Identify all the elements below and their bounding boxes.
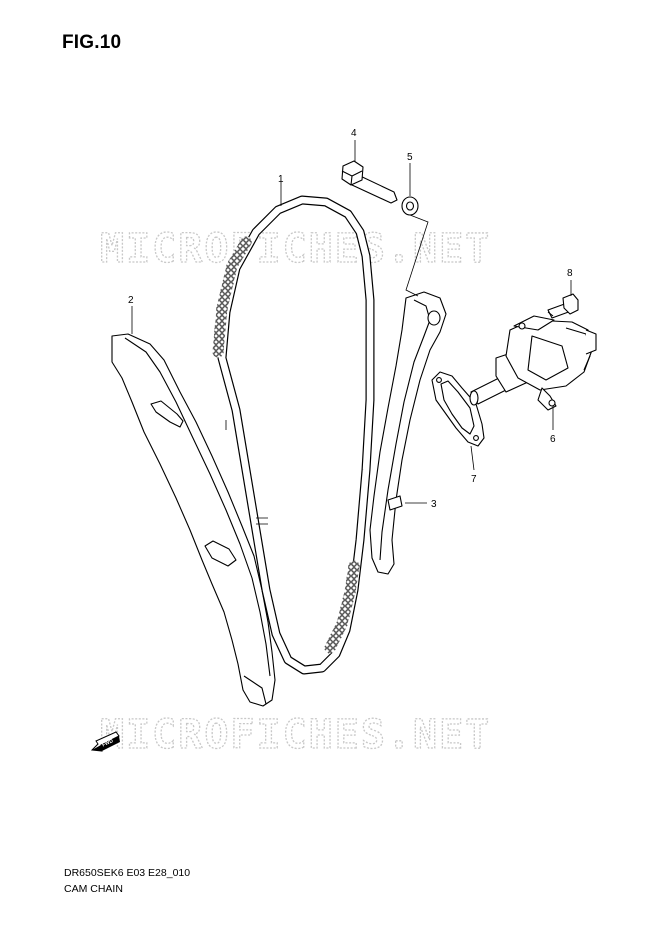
part-label-5: 5 [407, 152, 413, 163]
part-label-3: 3 [431, 499, 437, 510]
cam-chain [212, 195, 375, 675]
chain-tensioner-front [369, 291, 447, 575]
part-label-8: 8 [567, 268, 573, 279]
model-code: DR650SEK6 E03 E28_010 [64, 867, 191, 879]
watermark-upper: MICROFICHES.NET [100, 226, 491, 272]
part-label-6: 6 [550, 434, 556, 445]
part-label-1: 1 [278, 174, 284, 185]
chain-tension-adjuster [469, 315, 597, 411]
adjuster-bolt [547, 293, 579, 319]
chain-guide-rear [111, 333, 276, 707]
leader-lines [131, 140, 572, 504]
part-label-2: 2 [128, 295, 134, 306]
fwd-arrow-label: FWD [101, 738, 114, 748]
watermark-lower: MICROFICHES.NET [100, 712, 491, 758]
tensioner-bolt [341, 160, 398, 204]
adjuster-gasket [431, 371, 485, 447]
part-label-4: 4 [351, 128, 357, 139]
figure-title: FIG.10 [62, 32, 122, 53]
part-label-7: 7 [471, 474, 477, 485]
fwd-arrow-icon: FWD [90, 731, 120, 752]
section-name: CAM CHAIN [64, 883, 123, 895]
washer [401, 196, 419, 216]
